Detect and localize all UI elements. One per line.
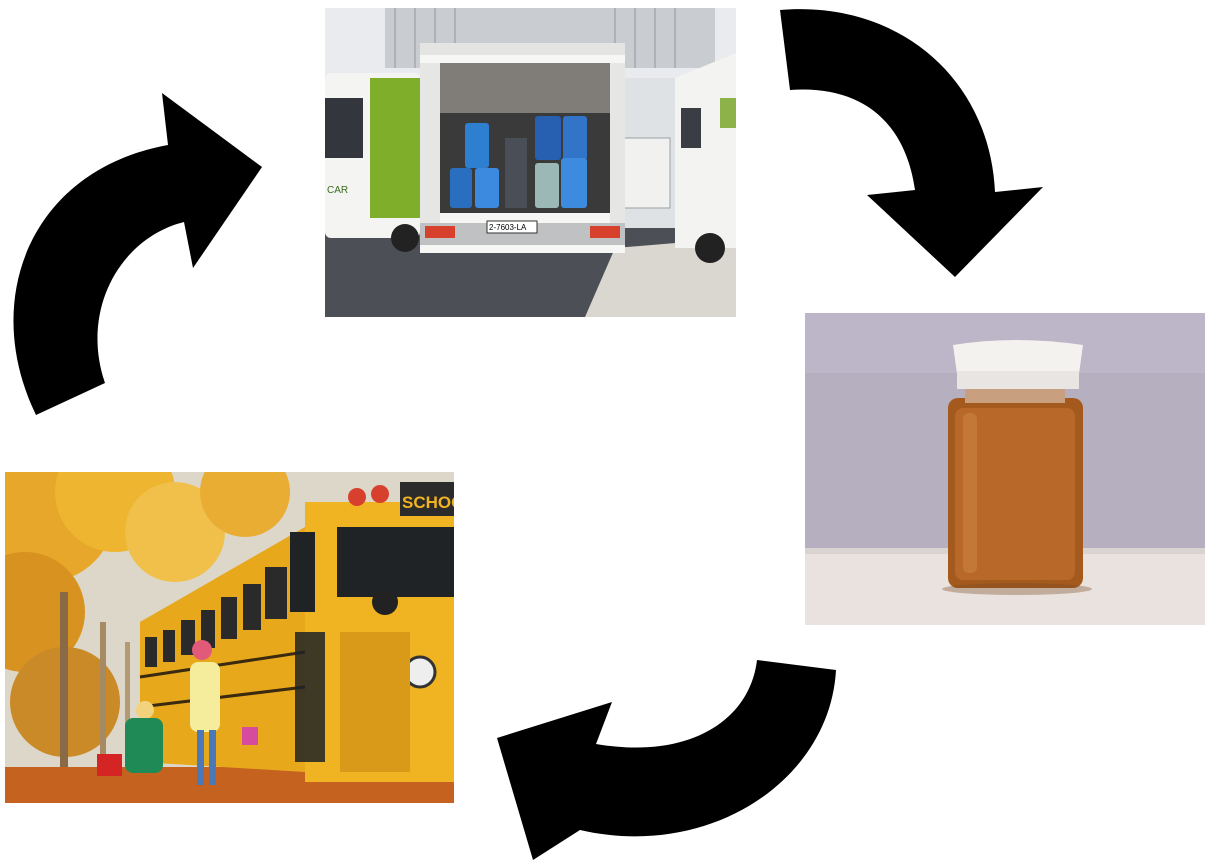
arrow-van-to-jar-icon bbox=[780, 9, 1043, 277]
arrow-bus-to-van-icon bbox=[13, 93, 262, 415]
arrow-jar-to-bus-icon bbox=[497, 660, 836, 860]
